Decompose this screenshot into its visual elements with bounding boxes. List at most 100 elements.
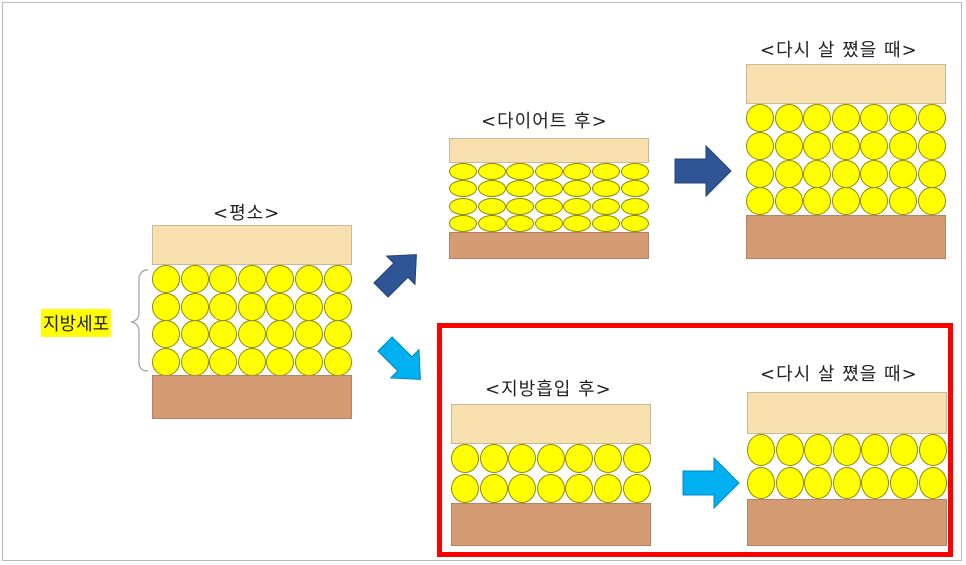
fat-cell: [451, 444, 479, 473]
fat-cell: [592, 214, 620, 232]
fat-cell: [831, 104, 860, 132]
fat-cell: [506, 197, 535, 215]
fat-cell: [620, 197, 649, 215]
title-after-diet: <다이어트 후>: [481, 111, 608, 132]
fat-cell: [449, 163, 477, 180]
fat-cell-label: 지방세포: [41, 309, 112, 337]
fat-cell: [266, 265, 295, 293]
fat-cell: [592, 163, 620, 180]
fat-cell: [620, 180, 649, 198]
fat-cell: [534, 214, 563, 232]
fat-cell: [774, 187, 803, 216]
fat-cell: [508, 473, 537, 503]
fat-cell: [860, 131, 889, 160]
fat-cell: [861, 466, 890, 499]
fat-cell: [479, 444, 508, 473]
fat-cell: [889, 159, 917, 188]
fat-cell: [479, 473, 508, 503]
fat-cell: [477, 197, 506, 215]
arrow-down-right-icon: [377, 336, 421, 380]
fat-cell: [477, 163, 506, 180]
fat-cell: [449, 197, 477, 215]
fat-cell: [890, 466, 918, 499]
fat-cell: [774, 159, 803, 188]
fat-cell: [506, 214, 535, 232]
skin-layer-regain-after-diet: [746, 64, 946, 104]
fat-cell: [563, 214, 592, 232]
muscle-layer-after-diet: [449, 232, 649, 259]
fat-cell: [594, 444, 622, 473]
fat-cell: [747, 466, 775, 499]
fat-cell: [180, 265, 209, 293]
fat-cell: [209, 292, 238, 321]
fat-cell: [508, 444, 537, 473]
fat-cell: [622, 444, 651, 473]
arrow-right-light-icon: [682, 456, 740, 510]
fat-cell: [449, 180, 477, 198]
fat-cell: [746, 159, 774, 188]
fat-cell: [209, 347, 238, 376]
fat-cell: [746, 104, 774, 132]
fat-cell: [622, 473, 651, 503]
fat-cell: [889, 187, 917, 216]
fat-cell: [747, 434, 775, 466]
fat-cell: [563, 163, 592, 180]
fat-cell: [565, 444, 594, 473]
fat-cell: [323, 265, 352, 293]
fat-cell: [889, 104, 917, 132]
fat-cell: [746, 187, 774, 216]
fat-cell: [295, 320, 323, 348]
fat-cell: [565, 473, 594, 503]
fat-cell: [506, 163, 535, 180]
fat-cell: [594, 473, 622, 503]
title-regain-after-diet: <다시 살 쪘을 때>: [760, 40, 918, 61]
fat-cell: [620, 163, 649, 180]
fat-cell: [860, 187, 889, 216]
fat-cell: [152, 265, 180, 293]
fat-cell: [831, 187, 860, 216]
arrow-up-right-icon: [373, 254, 417, 298]
fat-cell: [804, 434, 833, 466]
fat-cell: [774, 131, 803, 160]
fat-cell: [592, 180, 620, 198]
muscle-layer-normal: [152, 375, 352, 419]
fat-cell: [831, 159, 860, 188]
skin-layer-after-diet: [449, 138, 649, 163]
fat-cell: [534, 197, 563, 215]
fat-cell: [295, 347, 323, 376]
highlight-box: [437, 323, 953, 557]
skin-layer-after-liposuction: [451, 404, 651, 444]
fat-cell: [832, 466, 861, 499]
fat-cell: [803, 104, 832, 132]
fat-cell: [918, 434, 947, 466]
muscle-layer-regain-after-lipo: [747, 499, 947, 546]
fat-cell: [917, 104, 946, 132]
fat-cell: [917, 159, 946, 188]
title-after-liposuction: <지방흡입 후>: [485, 379, 612, 400]
fat-cell: [477, 214, 506, 232]
fat-cell: [775, 434, 804, 466]
fat-cell: [832, 434, 861, 466]
fat-cell: [534, 163, 563, 180]
fat-cell: [323, 320, 352, 348]
muscle-layer-regain-after-diet: [746, 215, 946, 259]
fat-cell: [563, 180, 592, 198]
fat-cell: [534, 180, 563, 198]
fat-cell: [536, 444, 565, 473]
brace-icon: [129, 269, 149, 372]
fat-cell: [803, 131, 832, 160]
fat-cell: [209, 265, 238, 293]
arrow-right-icon: [674, 144, 732, 198]
fat-cell: [917, 131, 946, 160]
fat-cell: [890, 434, 918, 466]
fat-cell: [860, 159, 889, 188]
fat-cell: [620, 214, 649, 232]
skin-layer-normal: [152, 225, 352, 265]
title-regain-after-lipo: <다시 살 쪘을 때>: [760, 364, 918, 385]
fat-cell: [295, 265, 323, 293]
fat-cell: [451, 473, 479, 503]
fat-cell: [323, 292, 352, 321]
fat-cell: [860, 104, 889, 132]
